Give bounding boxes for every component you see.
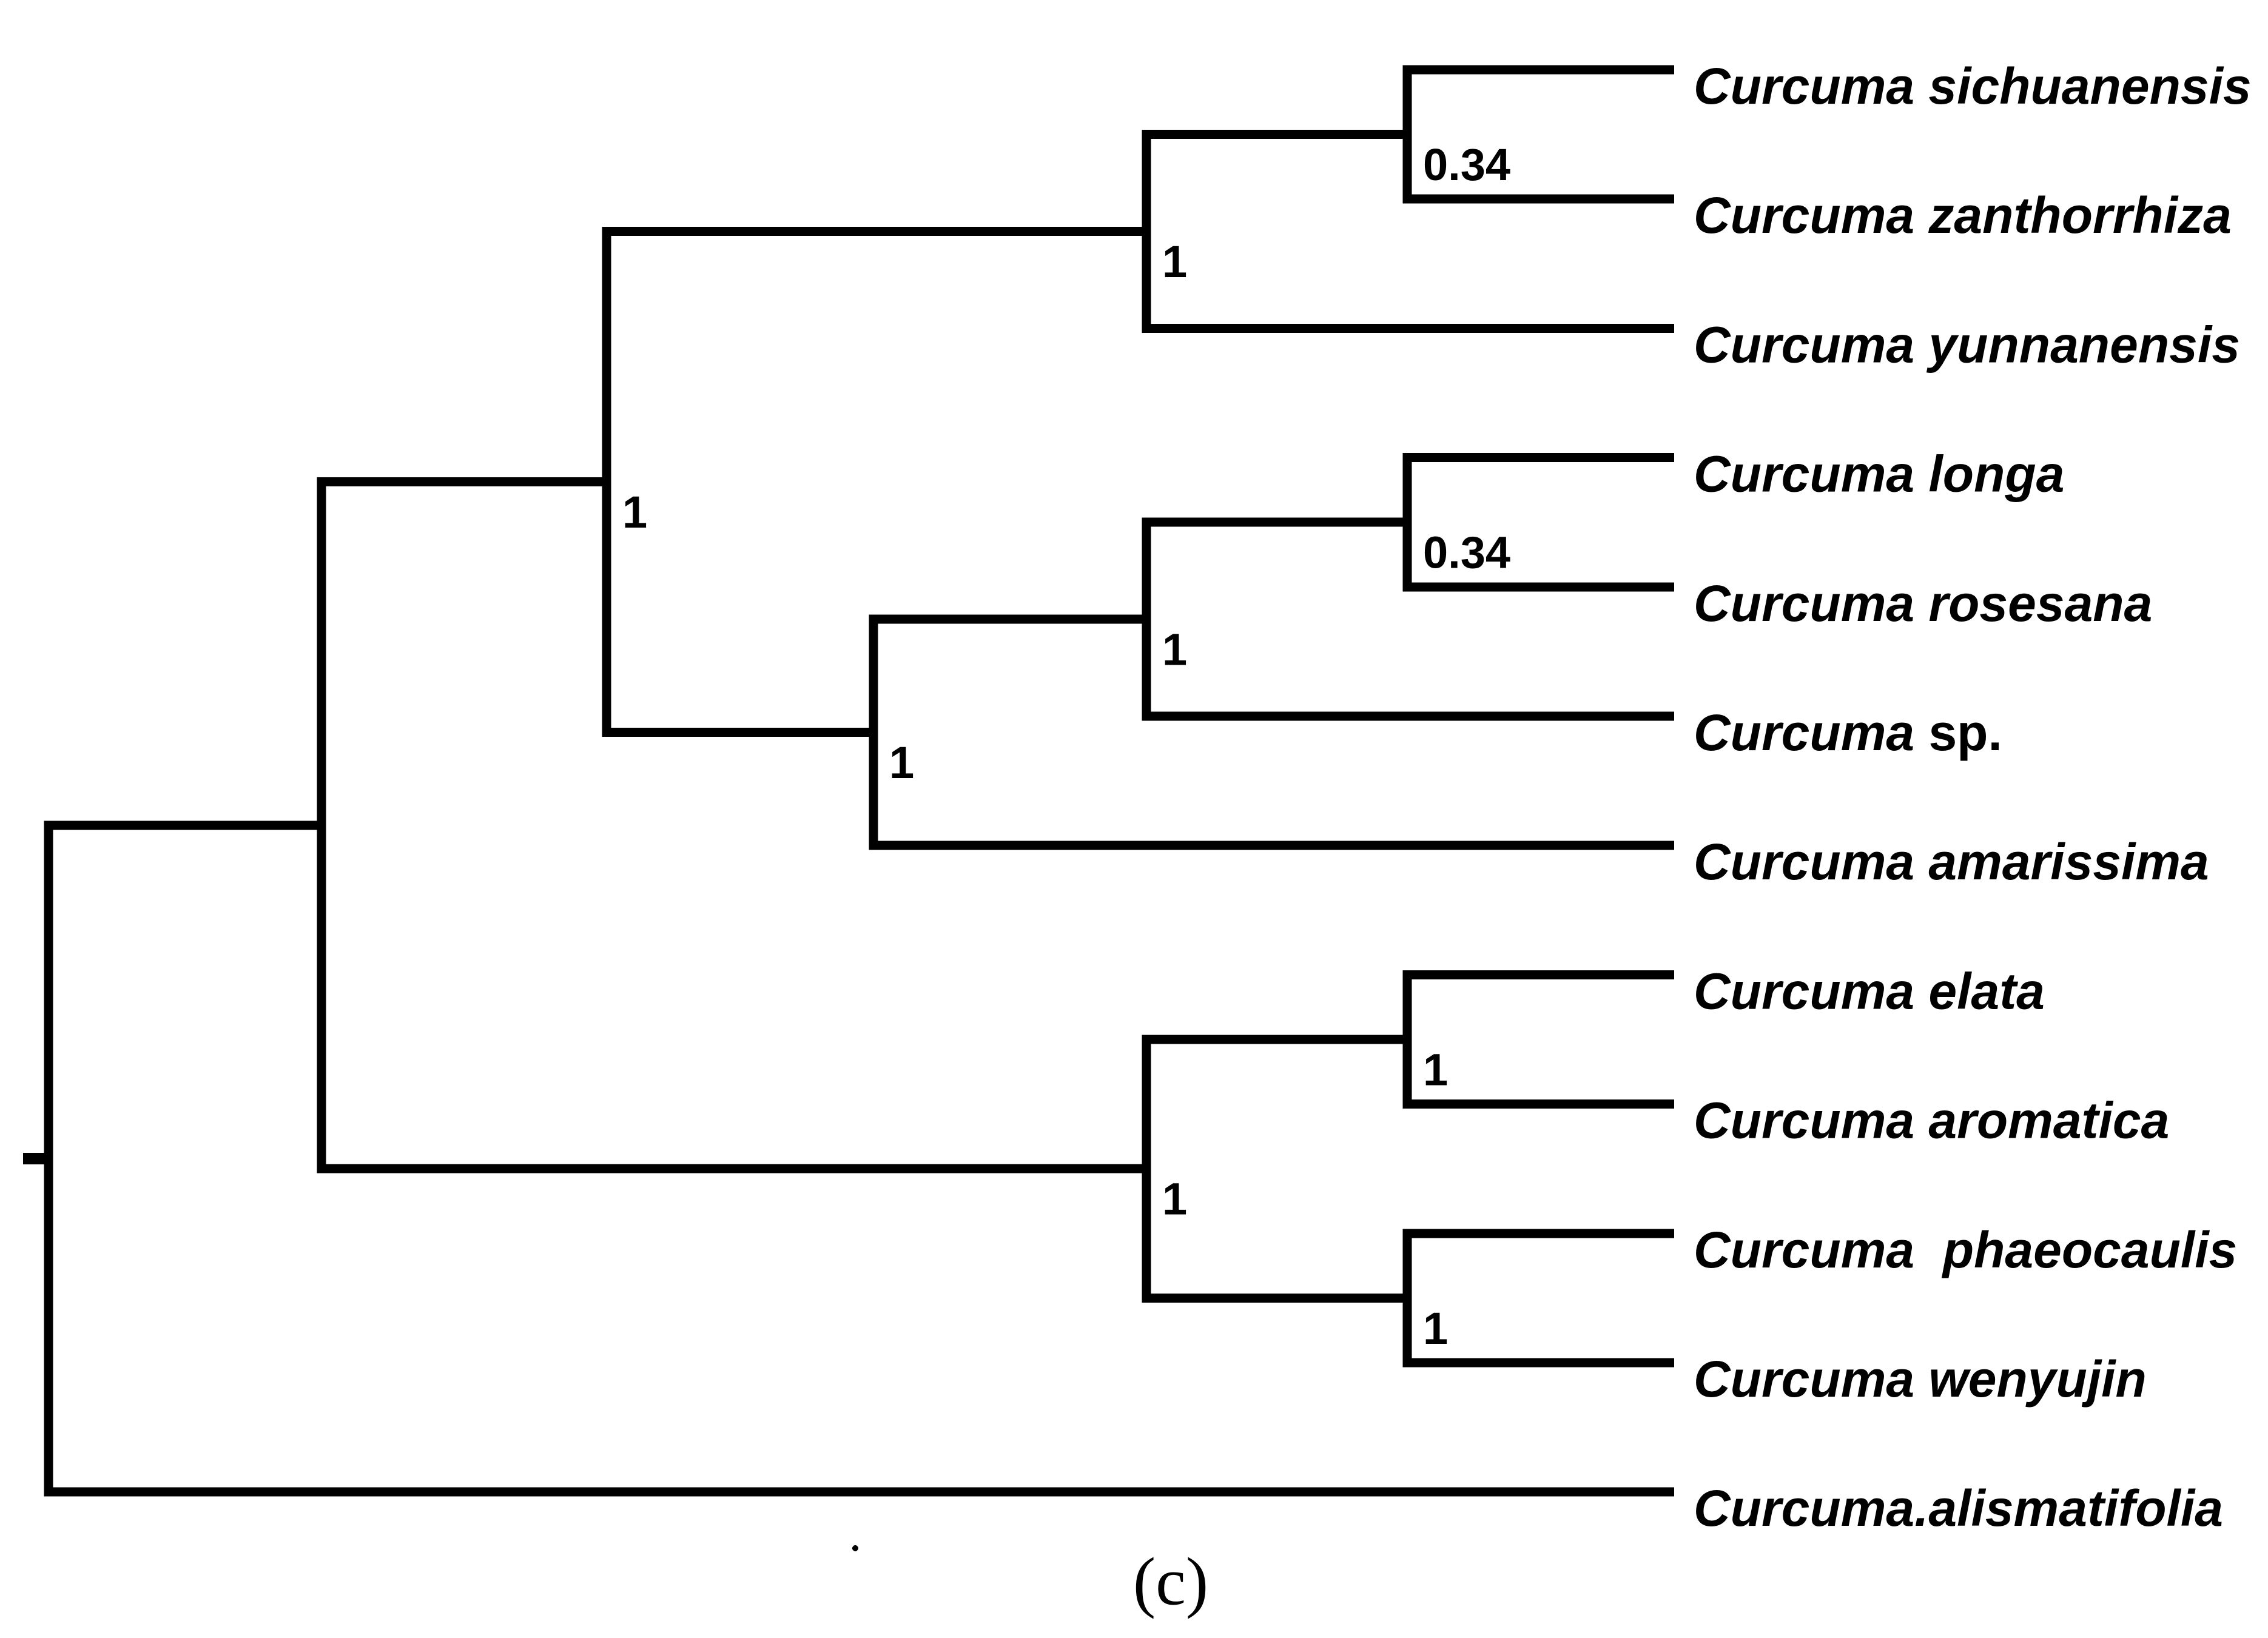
speck-dot — [852, 1545, 858, 1551]
tip-label: Curcuma sichuanensis — [1694, 58, 2252, 115]
support-value: 1 — [1162, 625, 1187, 675]
support-value: 1 — [1423, 1303, 1448, 1354]
support-value: 1 — [1162, 237, 1187, 287]
tip-label: Curcuma zanthorrhiza — [1694, 187, 2232, 244]
tip-label: Curcuma longa — [1694, 446, 2064, 503]
tip-label: Curcuma amarissima — [1694, 833, 2209, 890]
tip-label: Curcuma rosesana — [1694, 575, 2152, 632]
tree-branches — [23, 65, 1674, 1551]
tip-label: Curcuma elata — [1694, 963, 2045, 1020]
support-value: 1 — [1423, 1045, 1448, 1095]
support-value: 0.34 — [1423, 139, 1510, 190]
tip-label: Curcuma yunnanensis — [1694, 317, 2240, 374]
support-value: 1 — [889, 737, 914, 788]
tip-label: Curcuma.alismatifolia — [1694, 1480, 2223, 1537]
tip-label: Curcuma wenyujin — [1694, 1351, 2147, 1408]
support-value: 1 — [1162, 1174, 1187, 1224]
tip-label: Curcuma aromatica — [1694, 1092, 2169, 1149]
panel-caption: (c) — [1133, 1545, 1208, 1620]
tip-label: Curcuma phaeocaulis — [1694, 1221, 2237, 1278]
support-value: 0.34 — [1423, 528, 1510, 578]
support-value: 1 — [622, 487, 647, 537]
tip-label: Curcuma sp. — [1694, 704, 2002, 761]
